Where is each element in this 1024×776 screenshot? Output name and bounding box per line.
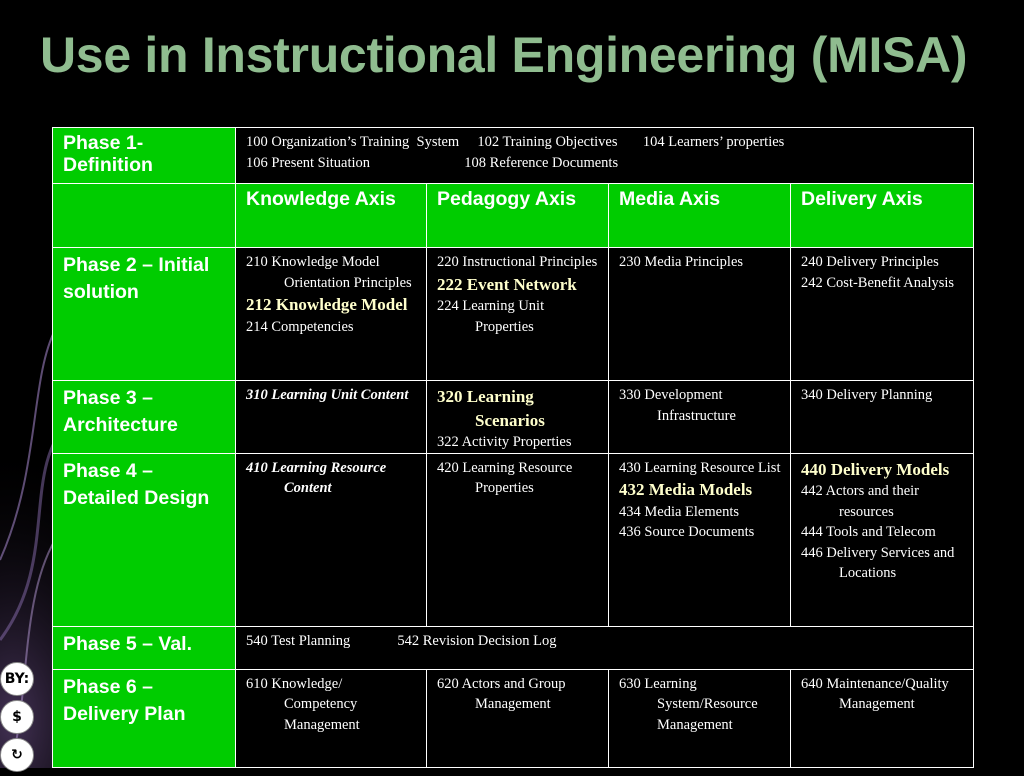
grid-cell: 640 Maintenance/Quality Management	[790, 668, 974, 768]
cell-item: 214 Competencies	[246, 318, 354, 335]
phase-label: Phase 4 – Detailed Design	[52, 452, 236, 627]
misa-table: Phase 1- Definition 100 Organization’s Tr…	[52, 127, 974, 768]
cell-item: 540 Test Planning 542 Revision Decision …	[246, 632, 557, 649]
cc-by-icon: BY:	[0, 662, 34, 696]
cc-nc-icon: $	[0, 700, 34, 734]
merged-cell: 100 Organization’s Training System 102 T…	[235, 127, 974, 184]
axis-header: Pedagogy Axis	[426, 183, 609, 248]
cell-item: 446 Delivery Services and Locations	[801, 544, 955, 582]
phase-label: Phase 6 – Delivery Plan	[52, 668, 236, 768]
cell-item: 620 Actors and Group Management	[437, 675, 566, 713]
phase-row: Phase 2 – Initial solution 210 Knowledge …	[52, 247, 974, 381]
axis-header: Knowledge Axis	[235, 183, 427, 248]
merged-cell: 540 Test Planning 542 Revision Decision …	[235, 625, 974, 670]
phase-row: Phase 3 – Architecture 310 Learning Unit …	[52, 380, 974, 454]
cell-item: 310 Learning Unit Content	[246, 387, 409, 403]
cell-item: 444 Tools and Telecom	[801, 524, 936, 540]
phase-label: Phase 2 – Initial solution	[52, 247, 236, 381]
cell-item: 240 Delivery Principles	[801, 254, 939, 270]
cell-item: 330 Development Infrastructure	[619, 387, 736, 424]
grid-cell: 220 Instructional Principles 222 Event Ne…	[426, 247, 609, 381]
cell-item: 442 Actors and their resources	[801, 483, 919, 520]
phase-row: Phase 5 – Val. 540 Test Planning 542 Revi…	[52, 625, 974, 670]
cell-item: 420 Learning Resource Properties	[437, 459, 573, 497]
grid-cell: 230 Media Principles	[608, 247, 791, 381]
cell-item: 100 Organization’s Training System 102 T…	[246, 134, 785, 150]
grid-cell: 330 Development Infrastructure	[608, 380, 791, 454]
phase-label: Phase 3 – Architecture	[52, 380, 236, 454]
cell-item: 322 Activity Properties	[437, 434, 572, 450]
cell-item: 640 Maintenance/Quality Management	[801, 675, 949, 713]
grid-cell: 310 Learning Unit Content	[235, 380, 427, 454]
cell-item: 230 Media Principles	[619, 254, 744, 270]
grid-cell: 210 Knowledge Model Orientation Principl…	[235, 247, 427, 381]
cell-item: 224 Learning Unit Properties	[437, 298, 545, 335]
cell-item: 106 Present Situation 108 Reference Docu…	[246, 154, 619, 171]
phase-row: Phase 1- Definition 100 Organization’s Tr…	[52, 127, 974, 184]
cell-item: 434 Media Elements	[619, 503, 740, 520]
cell-item: 440 Delivery Models	[801, 459, 950, 479]
grid-cell: 440 Delivery Models 442 Actors and their …	[790, 452, 974, 627]
cell-item: 340 Delivery Planning	[801, 387, 933, 403]
grid-cell: 420 Learning Resource Properties	[426, 452, 609, 627]
cell-item: 242 Cost-Benefit Analysis	[801, 274, 955, 291]
axis-header: Media Axis	[608, 183, 791, 248]
cell-item: 630 Learning System/Resource Management	[619, 675, 758, 733]
cell-item: 436 Source Documents	[619, 524, 755, 540]
cell-item: 320 Learning Scenarios	[437, 387, 545, 430]
cell-item: 432 Media Models	[619, 480, 753, 499]
phase-label: Phase 5 – Val.	[52, 625, 236, 670]
cell-item: 610 Knowledge/ Competency Management	[246, 675, 360, 733]
grid-cell: 320 Learning Scenarios 322 Activity Prope…	[426, 380, 609, 454]
cell-item: 212 Knowledge Model	[246, 295, 408, 314]
license-icons: BY: $ ↻	[0, 662, 34, 776]
cell-item: 222 Event Network	[437, 274, 577, 294]
cell-item: 220 Instructional Principles	[437, 254, 598, 270]
phase-row: Phase 4 – Detailed Design 410 Learning Re…	[52, 452, 974, 627]
grid-cell: 620 Actors and Group Management	[426, 668, 609, 768]
phase-label: Phase 1- Definition	[52, 127, 236, 184]
cell-item: 410 Learning Resource Content	[246, 459, 387, 497]
page-title: Use in Instructional Engineering (MISA)	[40, 27, 968, 83]
phase-label	[52, 183, 236, 248]
axis-header: Delivery Axis	[790, 183, 974, 248]
grid-cell: 610 Knowledge/ Competency Management	[235, 668, 427, 768]
cell-item: 430 Learning Resource List	[619, 459, 781, 476]
grid-cell: 430 Learning Resource List 432 Media Mode…	[608, 452, 791, 627]
grid-cell: 340 Delivery Planning	[790, 380, 974, 454]
grid-cell: 410 Learning Resource Content	[235, 452, 427, 627]
grid-cell: 630 Learning System/Resource Management	[608, 668, 791, 768]
cell-item: 210 Knowledge Model Orientation Principl…	[246, 254, 412, 291]
grid-cell: 240 Delivery Principles 242 Cost-Benefit …	[790, 247, 974, 381]
cc-sa-icon: ↻	[0, 738, 34, 772]
